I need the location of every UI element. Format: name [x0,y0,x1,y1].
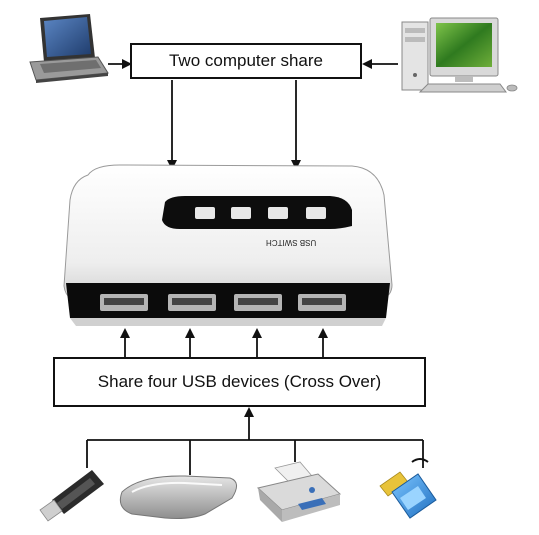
usb-card-reader-icon [379,458,437,519]
share-usb-devices-box: Share four USB devices (Cross Over) [53,357,426,407]
usb-port-icon [168,294,216,311]
bottom-label: Share four USB devices (Cross Over) [97,372,382,391]
device-bus-connector [86,407,424,475]
top-label: Two computer share [168,51,323,70]
usb-port-icon [298,294,346,311]
desktop-computer-icon [401,17,518,93]
device-marking: USB SWITCH [266,238,316,247]
external-hard-drive-icon [119,475,237,519]
printer-icon [256,461,342,522]
two-computer-share-box: Two computer share [130,43,362,79]
laptop-icon [29,14,109,83]
usb-flash-drive-icon [39,470,104,522]
usb-port-icon [100,294,148,311]
usb-port-icon [234,294,282,311]
usb-switch-icon: USB SWITCH [63,164,393,326]
